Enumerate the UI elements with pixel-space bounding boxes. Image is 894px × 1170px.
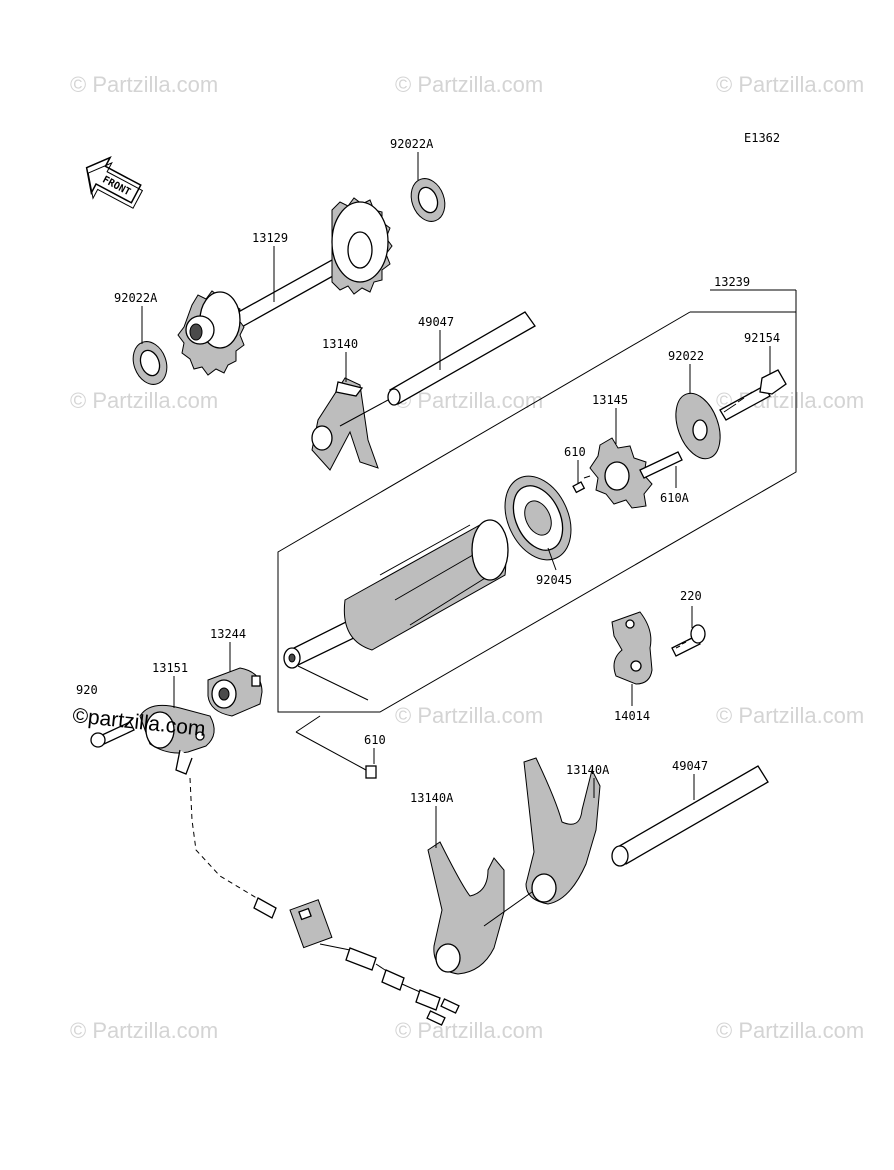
rod-49047-bottom (611, 765, 769, 867)
label-13140: 13140 (322, 337, 358, 351)
label-13145: 13145 (592, 393, 628, 407)
watermark: © Partzilla.com (716, 1018, 864, 1043)
label-49047-top: 49047 (418, 315, 454, 329)
connection-lines (295, 399, 591, 927)
label-49047-bottom: 49047 (672, 759, 708, 773)
screw-sensor (90, 721, 135, 748)
leader-lines (141, 152, 771, 848)
label-610-bottom: 610 (364, 733, 386, 747)
gear-small (177, 290, 245, 376)
label-92154: 92154 (744, 331, 780, 345)
part-labels: 92022A 13129 92022A 13239 49047 13140 92… (114, 137, 780, 805)
watermark: © Partzilla.com (70, 388, 218, 413)
label-610A: 610A (660, 491, 690, 505)
watermark-group: © Partzilla.com © Partzilla.com © Partzi… (70, 72, 864, 1043)
bearing-92045 (504, 475, 572, 561)
washer-92022 (675, 392, 721, 460)
label-92022: 92022 (668, 349, 704, 363)
watermark: © Partzilla.com (395, 72, 543, 97)
watermark: © Partzilla.com (716, 72, 864, 97)
label-610-top: 610 (564, 445, 586, 459)
label-14014: 14014 (614, 709, 650, 723)
shaft-13129 (177, 197, 393, 376)
label-13140A-left: 13140A (410, 791, 454, 805)
front-arrow-icon: FRONT (85, 155, 144, 209)
bracket-14014 (611, 611, 653, 685)
cam-13145 (589, 437, 653, 509)
shift-drum (283, 519, 509, 669)
label-13244: 13244 (210, 627, 246, 641)
shift-fork-13140 (311, 377, 379, 471)
label-fragment-920: 920 (76, 683, 98, 697)
pin-610A (639, 451, 683, 479)
label-13151: 13151 (152, 661, 188, 675)
label-92022A-left: 92022A (114, 291, 158, 305)
watermark: © Partzilla.com (716, 703, 864, 728)
label-92045: 92045 (536, 573, 572, 587)
label-13140A-mid: 13140A (566, 763, 610, 777)
bolt-220 (671, 624, 706, 657)
label-13239: 13239 (714, 275, 750, 289)
watermark: © Partzilla.com (395, 1018, 543, 1043)
watermark: © Partzilla.com (70, 1018, 218, 1043)
rod-49047-top (387, 311, 536, 406)
watermark: © Partzilla.com (70, 72, 218, 97)
label-220: 220 (680, 589, 702, 603)
pin-610-bottom (365, 765, 377, 779)
label-92022A-top: 92022A (390, 137, 434, 151)
part-13244 (207, 667, 263, 717)
group-box-13239 (277, 289, 797, 713)
washer-92022A-top (410, 178, 446, 222)
sensor-13151 (139, 704, 460, 1026)
diagram-code: E1362 (744, 131, 780, 145)
shift-fork-13140A-mid (523, 757, 601, 905)
washer-92022A-left (132, 341, 168, 385)
watermark: © Partzilla.com (395, 703, 543, 728)
shift-fork-13140A-left (427, 841, 505, 975)
gear-large (331, 197, 393, 295)
pin-610-top (572, 481, 586, 494)
label-13129: 13129 (252, 231, 288, 245)
bolt-92154 (719, 369, 787, 421)
